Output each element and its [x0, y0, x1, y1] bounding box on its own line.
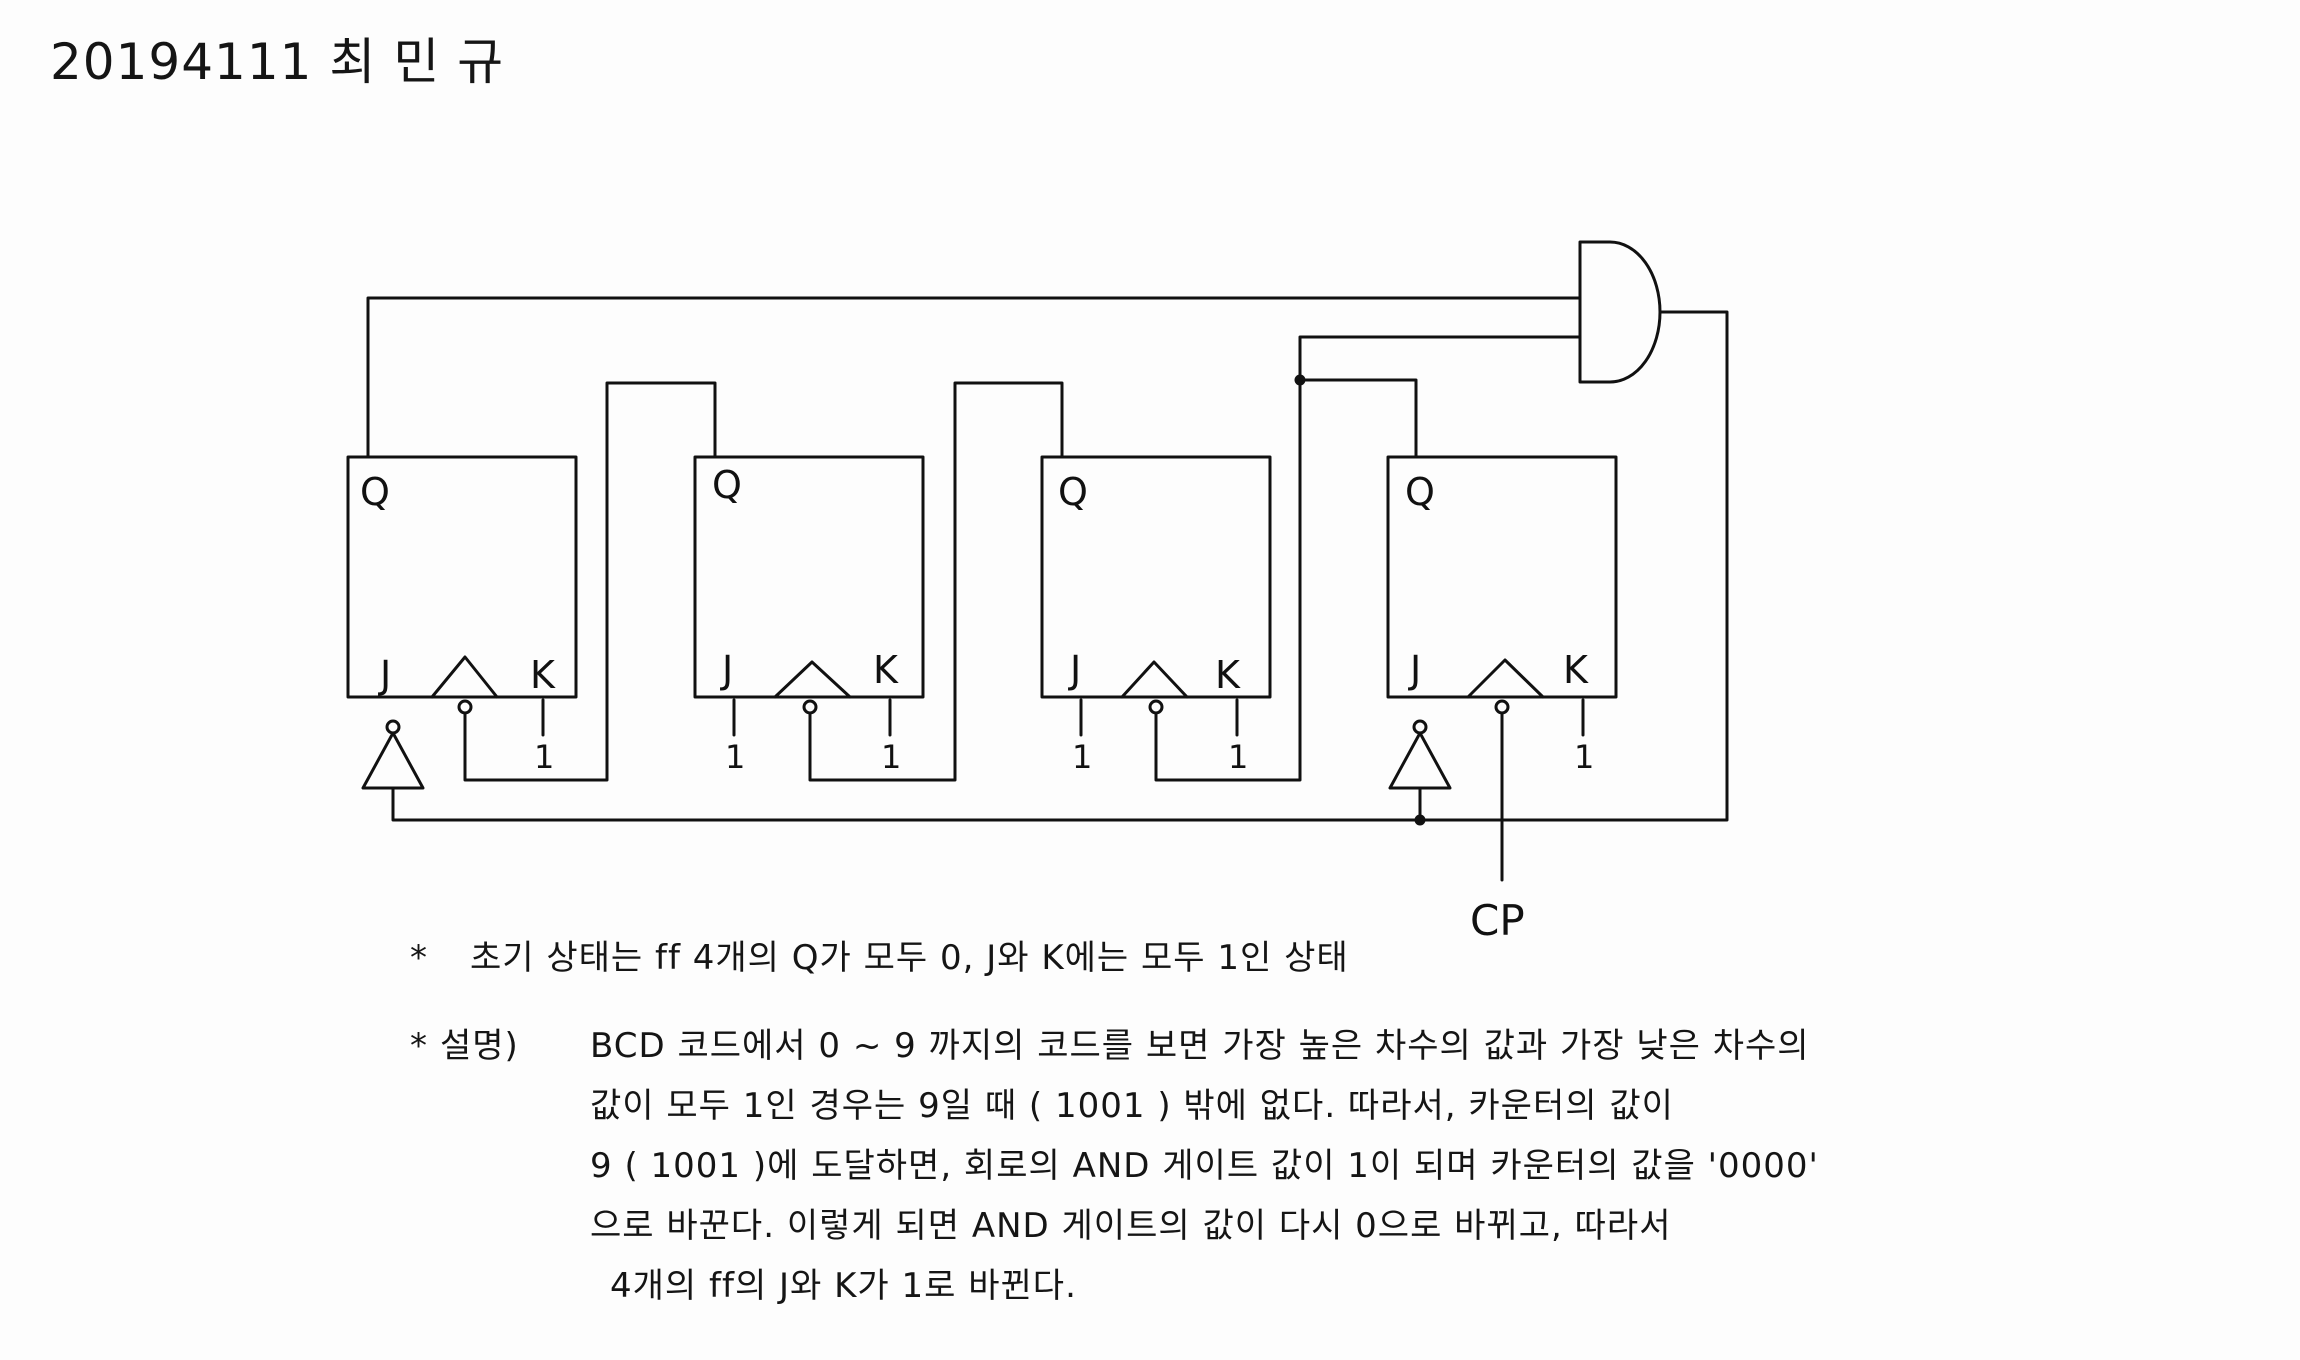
- flipflop-3-clock-triangle: [1120, 660, 1189, 699]
- flipflop-4-j-bubble: [1412, 719, 1428, 735]
- initial-state-note: 초기 상태는 ff 4개의 Q가 모두 0, J와 K에는 모두 1인 상태: [470, 938, 1349, 978]
- explanation-line: 9 ( 1001 )에 도달하면, 회로의 AND 게이트 값이 1이 되며 카…: [590, 1146, 1819, 1186]
- flipflop-3-clock-bubble: [1148, 699, 1164, 715]
- student-id-and-name: 20194111 최 민 규: [50, 33, 505, 91]
- explanation-line: BCD 코드에서 0 ~ 9 까지의 코드를 보면 가장 높은 차수의 값과 가…: [590, 1026, 1810, 1066]
- flipflop-4-q-label: Q: [1405, 470, 1435, 514]
- flipflop-2-k-label: K: [873, 648, 899, 692]
- flipflop-4-clock-bubble: [1494, 699, 1510, 715]
- flipflop-1-clock-bubble: [457, 699, 473, 715]
- flipflop-2-j-input-label: 1: [725, 738, 745, 776]
- flipflop-4-j-not-gate: [1388, 731, 1452, 790]
- bullet-star: *: [410, 1026, 428, 1066]
- flipflop-3-k-input-label: 1: [1228, 738, 1248, 776]
- bullet-star: *: [410, 938, 428, 978]
- clock-pulse-label: CP: [1470, 896, 1525, 945]
- flipflop-2-clock-triangle: [773, 660, 852, 699]
- flipflop-2-j-label: J: [720, 648, 733, 692]
- flipflop-3-j-input-label: 1: [1072, 738, 1092, 776]
- explanation-line: 으로 바꾼다. 이렇게 되면 AND 게이트의 값이 다시 0으로 바뀌고, 따…: [590, 1206, 1672, 1246]
- flipflop-3-k-label: K: [1215, 653, 1241, 697]
- explanation-line: 4개의 ff의 J와 K가 1로 바뀐다.: [610, 1266, 1077, 1306]
- flipflop-1-q-label: Q: [360, 470, 390, 514]
- flipflop-2-box: [693, 455, 925, 699]
- explanation-line: 값이 모두 1인 경우는 9일 때 ( 1001 ) 밖에 없다. 따라서, 카…: [590, 1086, 1674, 1126]
- flipflop-1-j-bubble: [385, 719, 401, 735]
- flipflop-1-k-label: K: [530, 653, 556, 697]
- flipflop-1-k-input-label: 1: [534, 738, 554, 776]
- flipflop-4-k-input-label: 1: [1574, 738, 1594, 776]
- flipflop-2-k-input-label: 1: [881, 738, 901, 776]
- flipflop-4-box: [1386, 455, 1618, 699]
- flipflop-1-j-label: J: [378, 653, 391, 697]
- flipflop-3-q-label: Q: [1058, 470, 1088, 514]
- flipflop-1-clock-triangle: [430, 655, 499, 699]
- flipflop-4-j-label: J: [1408, 648, 1421, 692]
- flipflop-1-j-not-gate: [361, 731, 425, 790]
- flipflop-3-j-label: J: [1068, 648, 1081, 692]
- flipflop-4-clock-triangle: [1466, 658, 1545, 699]
- circuit-wires: [366, 296, 1729, 882]
- flipflop-2-q-label: Q: [712, 463, 742, 507]
- and-gate: [1578, 240, 1662, 384]
- explanation-label: 설명): [440, 1026, 519, 1066]
- flipflop-3-box: [1040, 455, 1272, 699]
- flipflop-2-clock-bubble: [802, 699, 818, 715]
- flipflop-4-k-label: K: [1563, 648, 1589, 692]
- flipflop-1-box: [346, 455, 578, 699]
